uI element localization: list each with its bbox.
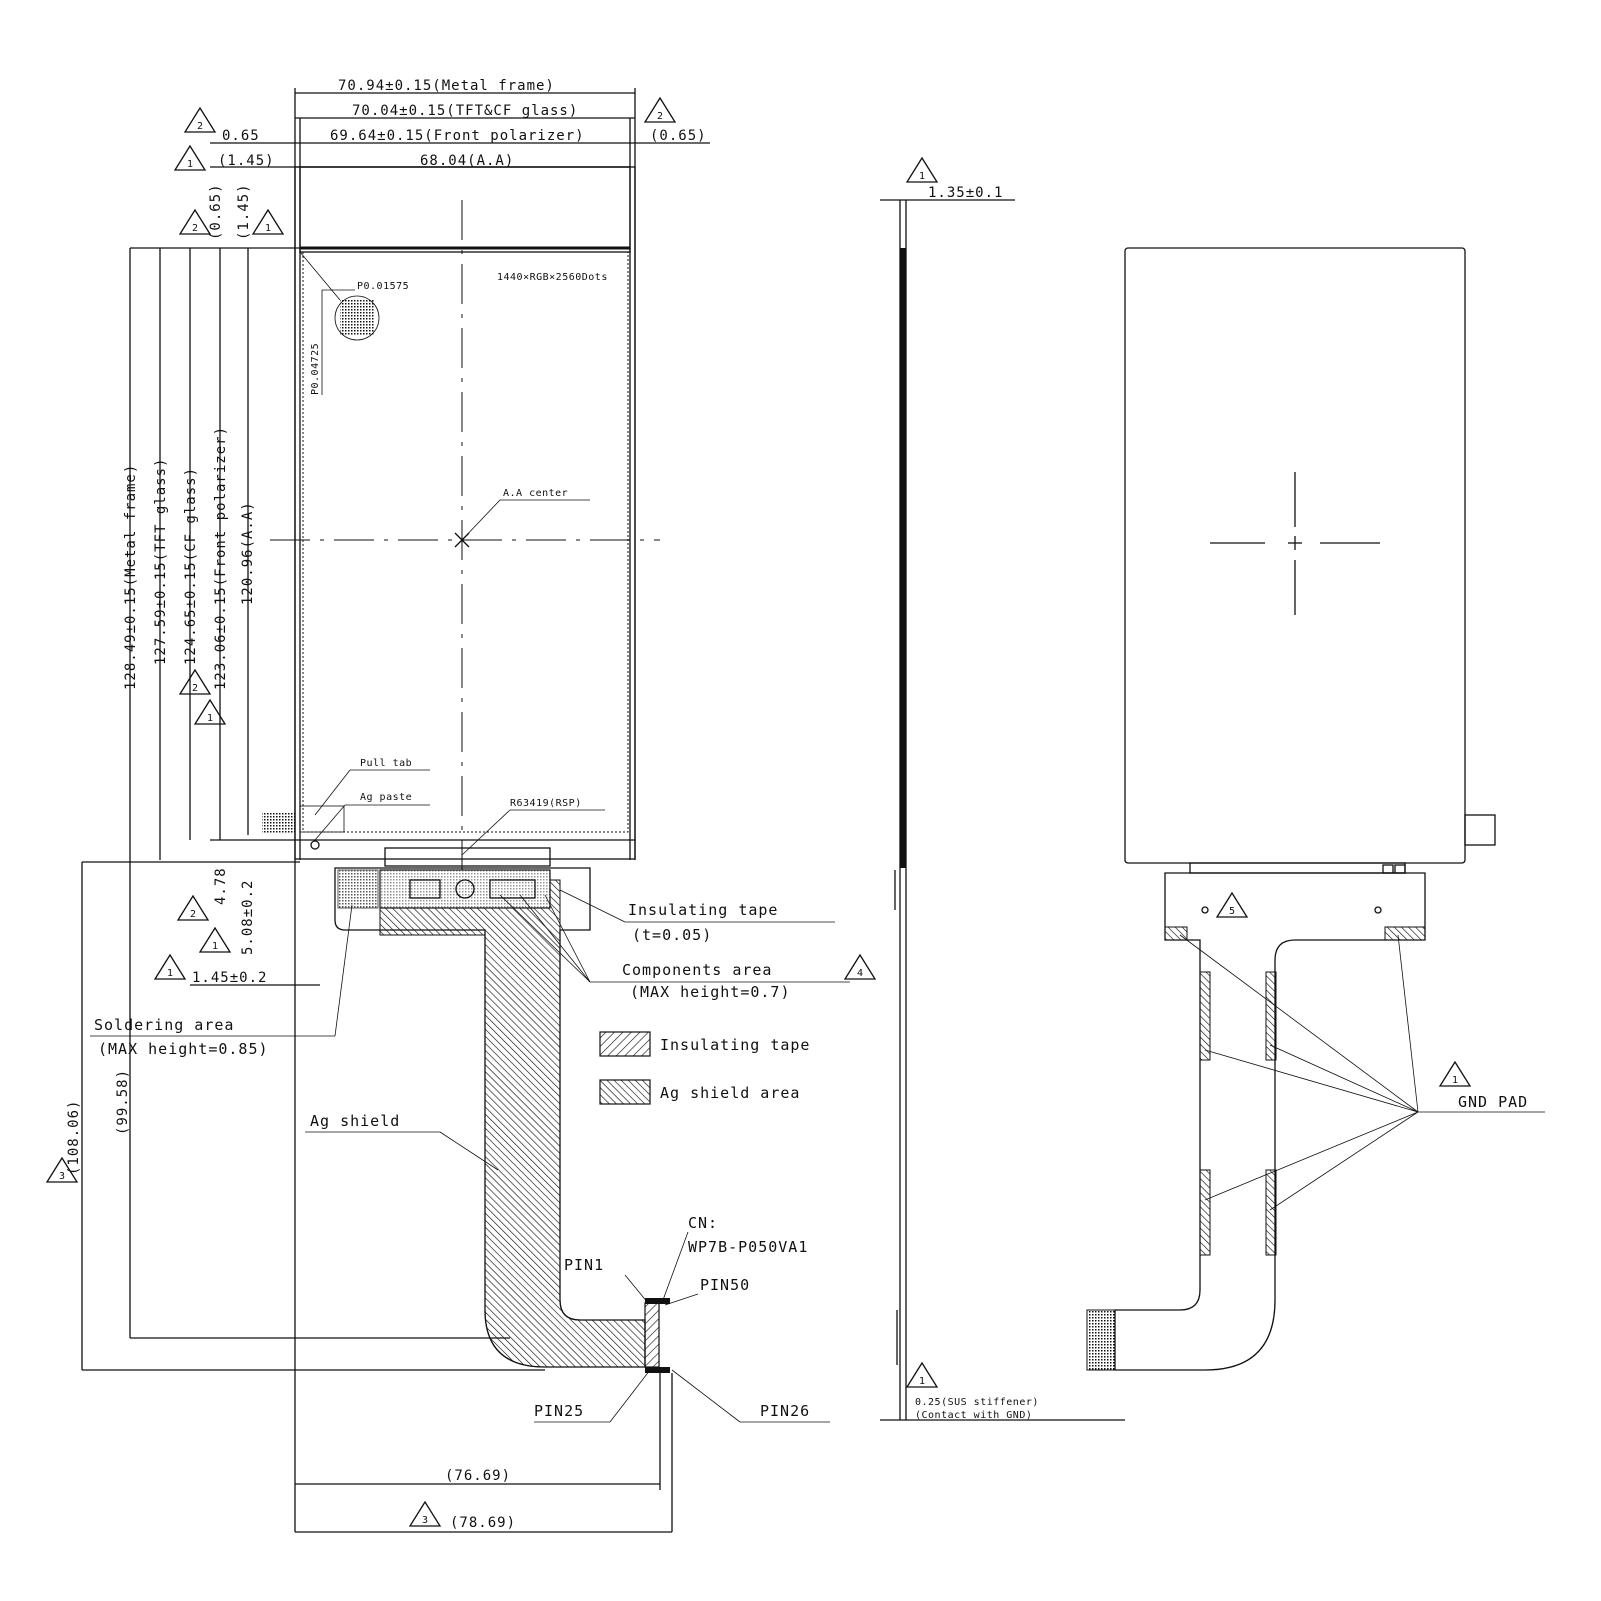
connector (644, 1302, 660, 1368)
revision-mark: 1 (905, 1361, 939, 1388)
side-view: 1 1.35±0.1 1 0.25(SUS stiffener) (Contac… (880, 156, 1125, 1421)
legend-insulating-swatch (599, 1031, 651, 1057)
svg-text:2: 2 (192, 683, 199, 694)
gnd-pad (1384, 926, 1426, 941)
revision-mark: 2 1 (178, 668, 227, 725)
dim-left-offset-top: 0.65 (222, 128, 260, 144)
gnd-leaders (1179, 934, 1545, 1211)
connector-part: WP7B-P050VA1 (688, 1238, 808, 1256)
svg-text:1: 1 (919, 171, 926, 182)
ic-bond (384, 847, 551, 867)
ag-shield-area (379, 879, 646, 1368)
ag-paste-label: Ag paste (360, 792, 412, 803)
dim-bottom-478: 4.78 (213, 867, 229, 905)
fpc-contacts (1086, 1309, 1116, 1371)
dim-cf-height: 124.65±0.15(CF glass) (183, 467, 199, 665)
svg-text:3: 3 (59, 1171, 66, 1182)
svg-text:1: 1 (187, 159, 194, 170)
soldering-area-callout: Soldering area (94, 1016, 234, 1034)
revision-mark: 3 (45, 1156, 79, 1183)
gnd-pad (1265, 1169, 1277, 1256)
pin50-label: PIN50 (700, 1276, 750, 1294)
pin1-label: PIN1 (564, 1256, 604, 1274)
components-area-height: (MAX height=0.7) (630, 983, 791, 1001)
dim-bottom-7669: (76.69) (445, 1468, 511, 1484)
dim-tft-cf-width: 70.04±0.15(TFT&CF glass) (352, 103, 578, 119)
revision-mark: 3 (408, 1500, 442, 1527)
resolution-label: 1440×RGB×2560Dots (497, 272, 608, 283)
pull-tab-back (1464, 814, 1496, 846)
dim-aa-width: 68.04(A.A) (420, 153, 514, 169)
dim-v-offset-065: (0.65) (208, 183, 224, 240)
dim-bottom-145: 1.45±0.2 (192, 970, 267, 986)
back-panel (1124, 247, 1466, 864)
svg-text:1: 1 (207, 713, 214, 724)
contact-gnd: (Contact with GND) (915, 1410, 1032, 1421)
gnd-pad-label: GND PAD (1458, 1093, 1528, 1111)
gnd-pad (1265, 971, 1277, 1061)
ag-shield-callout: Ag shield (310, 1112, 400, 1130)
dim-right-offset-top: (0.65) (650, 128, 707, 144)
insulating-tape-thickness: (t=0.05) (632, 926, 712, 944)
ic-label: R63419(RSP) (510, 798, 582, 809)
dim-front-polarizer-height: 123.06±0.15(Front polarizer) (213, 426, 229, 690)
svg-text:2: 2 (190, 909, 197, 920)
svg-text:2: 2 (657, 111, 664, 122)
revision-mark: 2 2 1 2 1 (173, 96, 677, 235)
legend-insulating-tape: Insulating tape (660, 1036, 810, 1054)
front-view: 70.94±0.15(Metal frame) 70.04±0.15(TFT&C… (45, 78, 877, 1533)
side-thickness: 1.35±0.1 (928, 185, 1003, 201)
gnd-pad (1199, 971, 1211, 1061)
pixel-pitch-x: P0.01575 (357, 281, 409, 292)
svg-text:1: 1 (212, 941, 219, 952)
svg-text:1: 1 (1452, 1075, 1459, 1086)
dim-metal-frame-width: 70.94±0.15(Metal frame) (338, 78, 555, 94)
ag-paste-dot (310, 840, 320, 850)
dim-fpc-10806: (108.06) (66, 1100, 82, 1175)
svg-text:1: 1 (919, 1376, 926, 1387)
legend-ag-shield: Ag shield area (660, 1084, 800, 1102)
pull-tab-label: Pull tab (360, 758, 412, 769)
dim-tft-height: 127.59±0.15(TFT glass) (153, 458, 169, 665)
soldering-area-height: (MAX height=0.85) (98, 1040, 269, 1058)
revision-mark: 1 (1438, 1060, 1472, 1087)
dim-front-polarizer-width: 69.64±0.15(Front polarizer) (330, 128, 585, 144)
dim-bottom-508: 5.08±0.2 (240, 880, 256, 955)
dim-v-offset-145: (1.45) (236, 183, 252, 240)
dim-fpc-9958: (99.58) (115, 1069, 131, 1135)
components-area-callout: Components area (622, 961, 772, 979)
insulating-tape-callout: Insulating tape (628, 901, 778, 919)
revision-mark: 1 (905, 156, 939, 183)
pull-tab (262, 812, 296, 834)
svg-text:5: 5 (1229, 906, 1236, 917)
svg-text:3: 3 (422, 1515, 429, 1526)
svg-text:1: 1 (167, 968, 174, 979)
svg-text:4: 4 (857, 968, 864, 979)
dim-left-offset-145: (1.45) (218, 153, 275, 169)
pin26-label: PIN26 (760, 1402, 810, 1420)
pixel-pitch-detail (299, 251, 380, 395)
revision-mark: 2 1 1 (153, 894, 232, 980)
dim-bottom-7869: (78.69) (450, 1515, 516, 1531)
sus-stiffener: 0.25(SUS stiffener) (915, 1397, 1039, 1408)
gnd-pad (1164, 926, 1188, 941)
revision-mark: 5 (1215, 891, 1249, 918)
aa-center-label: A.A center (503, 488, 568, 499)
svg-text:1: 1 (265, 223, 272, 234)
soldering-area (337, 869, 379, 909)
pin25-label: PIN25 (534, 1402, 584, 1420)
dim-aa-height: 120.96(A.A) (240, 501, 256, 605)
connector-label: CN: (688, 1214, 718, 1232)
back-view: 5 1 GND PAD (1086, 247, 1545, 1371)
svg-text:2: 2 (192, 223, 199, 234)
legend-ag-swatch (599, 1079, 651, 1105)
dim-metal-frame-height: 128.49±0.15(Metal frame) (123, 464, 139, 690)
panel-stack (900, 248, 906, 868)
revision-mark: 4 (843, 953, 877, 980)
svg-text:2: 2 (197, 121, 204, 132)
gnd-pad (1199, 1169, 1211, 1256)
pixel-pitch-y: P0.04725 (310, 343, 321, 395)
